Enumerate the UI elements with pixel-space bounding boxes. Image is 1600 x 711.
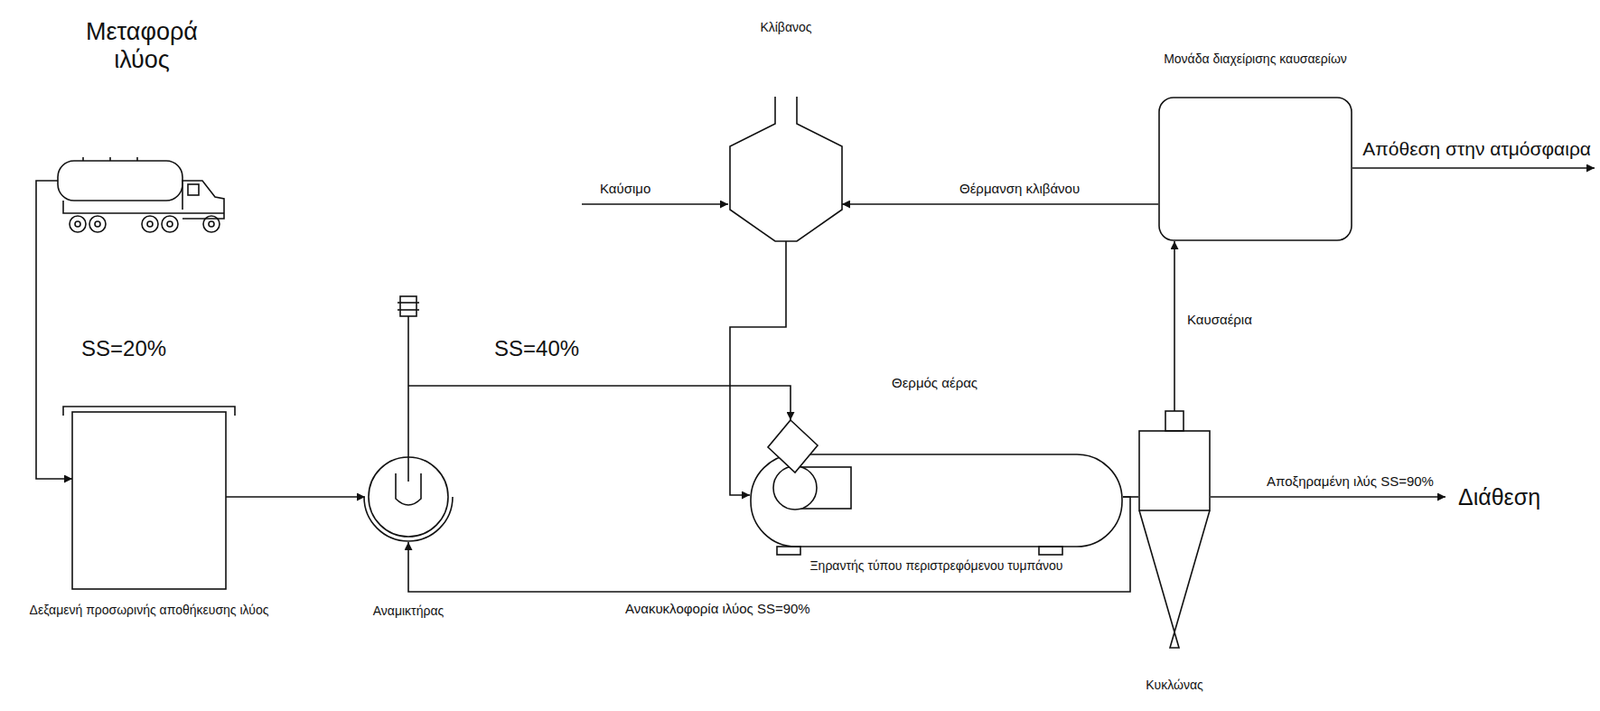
- mixer-vessel: Αναμικτήρας: [363, 296, 454, 619]
- cyclone: Κυκλώνας: [1138, 411, 1211, 693]
- flow-line: [225, 495, 365, 498]
- dried-sludge-arrow: [1210, 495, 1446, 498]
- unit-label: Δεξαμενή προσωρινής αποθήκευσης ιλύος: [29, 602, 270, 618]
- storage-tank: Δεξαμενή προσωρινής αποθήκευσης ιλύος: [63, 406, 235, 618]
- kiln-outline: [729, 96, 843, 242]
- flue-gas-unit: Μονάδα διαχείρισης καυσαερίων: [1158, 51, 1353, 242]
- flow-line: [842, 203, 1159, 206]
- flow-line: [408, 385, 791, 421]
- disposal-label: Διάθεση: [1456, 483, 1543, 511]
- unit-label: Κυκλώνας: [1145, 677, 1204, 693]
- flow-label: Ανακυκλοφορία ιλύος SS=90%: [623, 600, 813, 618]
- tanker-truck-outline: [56, 153, 228, 244]
- mixer-vessel-outline: [363, 296, 454, 543]
- kiln: Κλίβανος: [729, 19, 843, 242]
- fuel-arrow: [581, 203, 729, 206]
- flow-label: SS=20%: [79, 336, 169, 363]
- fuel-label: Καύσιμο: [598, 180, 653, 197]
- rotary-drum-dryer-outline: [749, 420, 1123, 556]
- flow-label: Θέρμανση κλιβάνου: [957, 180, 1082, 197]
- flow-label: Καυσαέρια: [1185, 311, 1254, 328]
- rotary-drum-dryer: Ξηραντής τύπου περιστρεφόμενου τυμπάνου: [749, 420, 1123, 574]
- flow-label: Θερμός αέρας: [889, 374, 980, 392]
- tanker-truck: Μεταφορά ιλύος: [56, 18, 228, 244]
- cyclone-outline: [1138, 411, 1211, 651]
- unit-label: Μεταφορά ιλύος: [65, 18, 219, 75]
- exhaust-label: Απόθεση στην ατμόσφαιρα: [1360, 137, 1593, 160]
- flue-gas-unit-outline: [1158, 96, 1353, 242]
- unit-label: Αναμικτήρας: [373, 603, 444, 619]
- flow-line: [1173, 241, 1176, 412]
- unit-label: Ξηραντής τύπου περιστρεφόμενου τυμπάνου: [810, 558, 1064, 574]
- exhaust-arrow: [1352, 167, 1595, 169]
- flow-line: [408, 496, 1131, 592]
- flow-line: [36, 180, 73, 479]
- storage-tank-outline: [63, 406, 235, 592]
- unit-label: Μονάδα διαχείρισης καυσαερίων: [1163, 51, 1348, 67]
- product-label: Αποξηραμένη ιλύς SS=90%: [1264, 473, 1436, 490]
- unit-label: Κλίβανος: [759, 19, 812, 36]
- flow-label: SS=40%: [492, 336, 581, 363]
